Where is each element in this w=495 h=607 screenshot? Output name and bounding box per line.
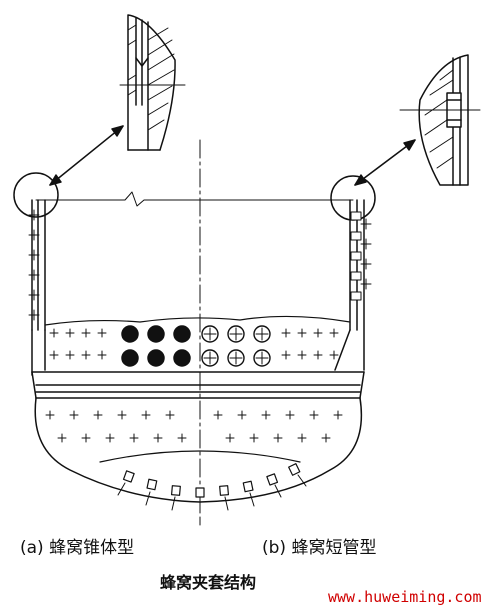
plus-grid-upper	[49, 328, 339, 360]
detail-b-short-pipe-type	[399, 54, 481, 186]
caption-b: (b) 蜂窝短管型	[262, 538, 377, 558]
figure-title: 蜂窝夹套结构	[160, 573, 257, 592]
watermark-url: www.huweiming.com	[328, 588, 482, 606]
caption-a: (a) 蜂窝锥体型	[20, 538, 135, 558]
honeycomb-filled-dots	[121, 325, 191, 367]
arrow-a	[49, 125, 124, 186]
honeycomb-open-dots	[201, 325, 271, 367]
plus-grid-bottom	[45, 410, 343, 443]
vessel-body	[13, 139, 376, 526]
detail-circle-a	[13, 172, 59, 218]
arrow-b	[354, 139, 416, 186]
detail-a-cone-type	[119, 14, 186, 151]
